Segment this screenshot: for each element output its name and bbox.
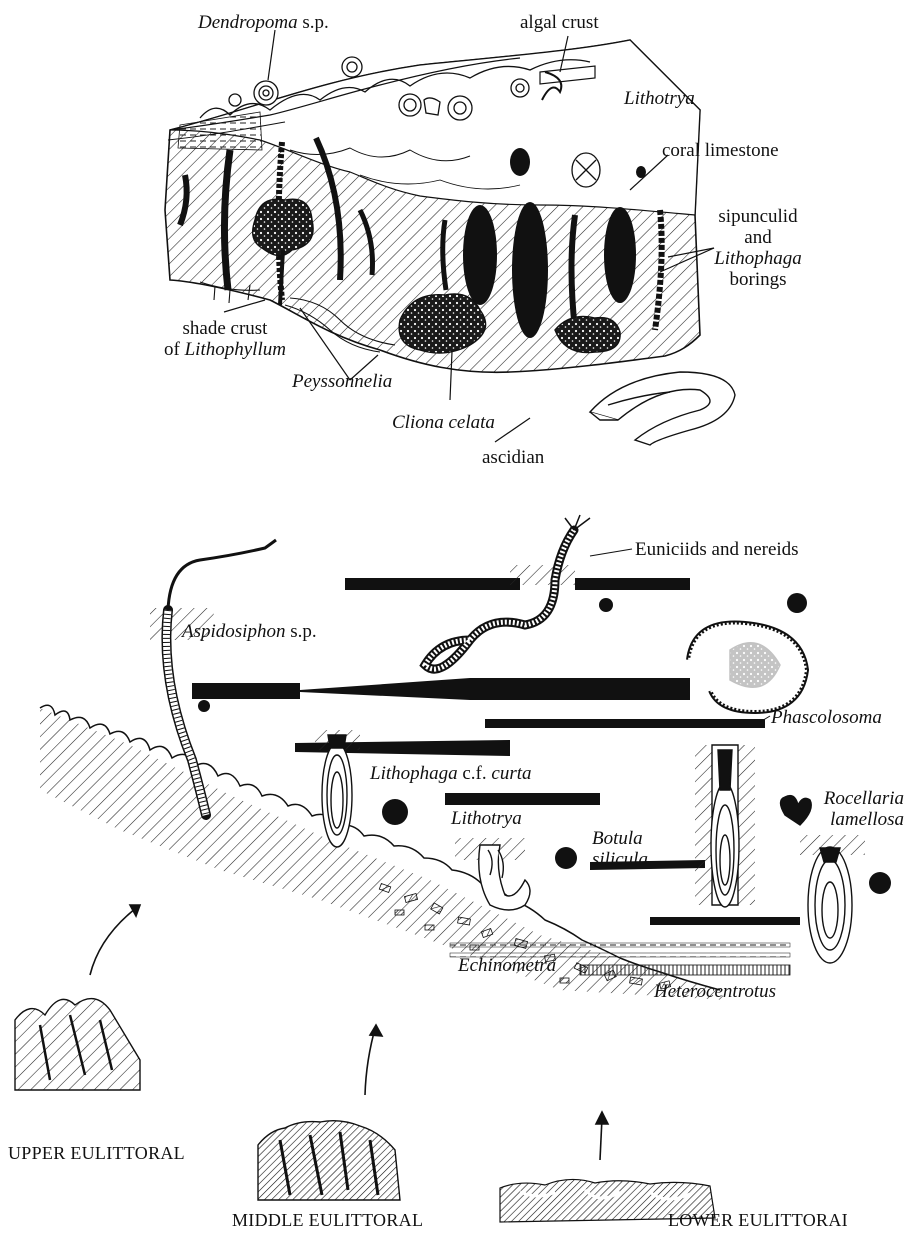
echinometra-label: Echinometra [458, 955, 556, 976]
rocellaria-line1: Rocellaria [808, 788, 904, 809]
heterocentrotus-genus: Heterocentrotus [654, 981, 776, 1002]
upper-zone-sketch [15, 999, 140, 1090]
shade-crust-label: shade crust of Lithophyllum [150, 318, 300, 360]
middle-eulittoral-label: MIDDLE EULITTORAL [232, 1210, 423, 1231]
ascidian-label: ascidian [482, 447, 544, 468]
sipunculid-line3: Lithophaga [698, 248, 818, 269]
shade-crust-line2: of Lithophyllum [150, 339, 300, 360]
euniciids-label: Euniciids and nereids [635, 539, 799, 560]
botula-label: Botula silicula [592, 828, 648, 870]
algal-crust-label: algal crust [520, 12, 599, 33]
echinometra-genus: Echinometra [458, 955, 556, 976]
botula-line2: silicula [592, 849, 648, 870]
lithotrya-bottom-label: Lithotrya [451, 808, 522, 829]
lithotrya-top-label: Lithotrya [624, 88, 695, 109]
lower-eulittoral-label: LOWER EULITTORAI [668, 1210, 848, 1231]
phascolosoma-genus: Phascolosoma [771, 707, 882, 728]
bore-hole-dot-2 [555, 847, 577, 869]
lithotrya-top-genus: Lithotrya [624, 88, 695, 109]
aspidosiphon-suffix: s.p. [285, 621, 316, 642]
bore-hole-dot-1 [382, 799, 408, 825]
middle-zone-sketch [258, 1121, 400, 1200]
dendropoma-label: Dendropoma s.p. [198, 12, 329, 33]
lithophaga-genus: Lithophaga [370, 763, 458, 784]
shade-crust-prefix: of [164, 339, 185, 360]
peyssonnelia-label: Peyssonnelia [292, 371, 392, 392]
cliona-label: Cliona celata [392, 412, 495, 433]
sipunculid-label: sipunculid and Lithophaga borings [698, 206, 818, 290]
ascidian-sketch [590, 372, 735, 445]
bore-hole-dot-3 [869, 872, 891, 894]
rocellaria-label: Rocellaria lamellosa [808, 788, 904, 830]
heterocentrotus-label: Heterocentrotus [654, 981, 776, 1002]
aspidosiphon-genus: Aspidosiphon [182, 621, 285, 642]
botula-species: silicula [592, 849, 648, 870]
shade-crust-line1: shade crust [150, 318, 300, 339]
botula-line1: Botula [592, 828, 648, 849]
lithotrya-bottom-genus: Lithotrya [451, 808, 522, 829]
lithophaga-cf: c.f. [458, 763, 492, 784]
sipunculid-line4: borings [698, 269, 818, 290]
phascolosoma-label: Phascolosoma [771, 707, 882, 728]
lithophaga-label: Lithophaga c.f. curta [370, 763, 532, 784]
peyssonnelia-genus: Peyssonnelia [292, 371, 392, 392]
botula-genus: Botula [592, 828, 643, 849]
sipunculid-line2: and [698, 227, 818, 248]
phascolosoma-coil [690, 624, 805, 710]
sipunculid-line1: sipunculid [698, 206, 818, 227]
rocellaria-line2: lamellosa [808, 809, 904, 830]
rocellaria-genus: Rocellaria [824, 788, 904, 809]
sipunculid-genus: Lithophaga [714, 248, 802, 269]
aspidosiphon-label: Aspidosiphon s.p. [182, 621, 317, 642]
dendropoma-genus: Dendropoma [198, 12, 298, 33]
cliona-name: Cliona celata [392, 412, 495, 433]
upper-eulittoral-label: UPPER EULITTORAL [8, 1143, 185, 1164]
euniciid-worm [425, 515, 590, 669]
rocellaria-species: lamellosa [830, 809, 904, 830]
botula-bivalve [695, 745, 755, 907]
lithophaga-species: curta [491, 763, 531, 784]
shade-crust-genus: Lithophyllum [185, 339, 286, 360]
lithophaga-bivalve [315, 730, 360, 847]
dendropoma-suffix: s.p. [298, 12, 329, 33]
coral-limestone-label: coral limestone [662, 140, 779, 161]
